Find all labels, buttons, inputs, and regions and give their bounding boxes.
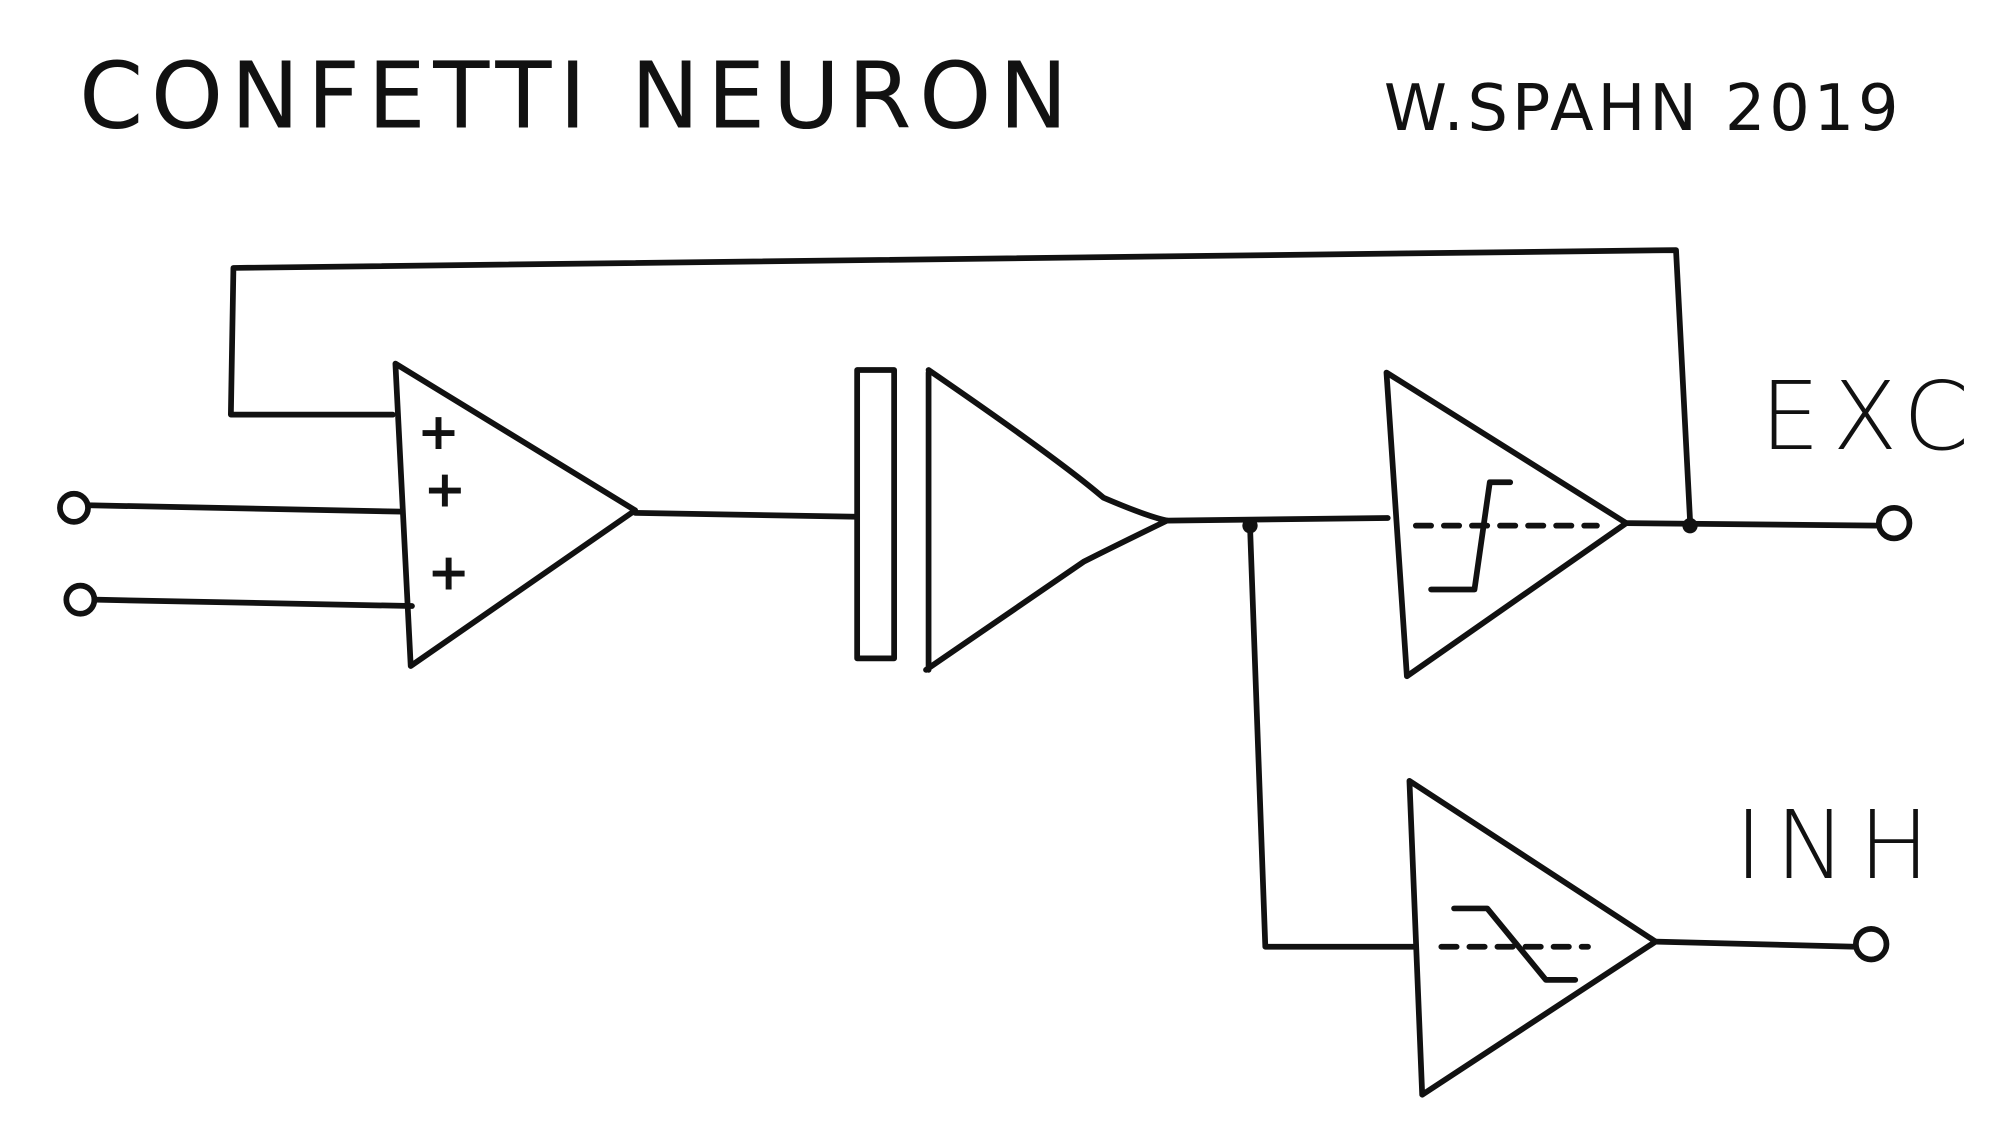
summer-sign-2: +	[423, 461, 466, 520]
inhibitory-output-terminal	[1852, 925, 1890, 963]
summer-output-wire	[632, 510, 861, 520]
excitatory-output-terminal	[1875, 504, 1913, 542]
excitatory-label: EXC	[1760, 362, 1982, 472]
step-up-function-icon	[1428, 479, 1514, 593]
inhibitory-label: INH	[1735, 791, 1943, 901]
input-terminal-2	[63, 582, 98, 617]
input-wire-1	[85, 502, 405, 515]
summer-sign-3: +	[427, 543, 470, 602]
diagram-title: CONFETTI NEURON	[79, 43, 1075, 150]
inhibitory-threshold-amplifier	[1406, 777, 1659, 1098]
feedback-junction-dot	[1682, 518, 1698, 534]
integrator-output-wire	[1164, 515, 1391, 524]
leaky-integrator-amplifier	[923, 367, 1170, 673]
inhibitory-branch-wire	[1247, 522, 1417, 950]
inhibitory-output-wire	[1652, 938, 1859, 950]
feedback-wire	[227, 247, 1693, 524]
excitatory-output-wire	[1623, 520, 1882, 529]
summer-sign-1: +	[417, 403, 460, 462]
input-wire-2	[91, 596, 415, 609]
summing-amplifier	[392, 360, 639, 669]
excitatory-threshold-amplifier	[1383, 369, 1630, 680]
author-signature: W.SPAHN 2019	[1384, 72, 1903, 146]
integrator-block	[854, 367, 898, 662]
step-down-function-icon	[1451, 905, 1579, 983]
input-terminal-1	[57, 490, 91, 525]
